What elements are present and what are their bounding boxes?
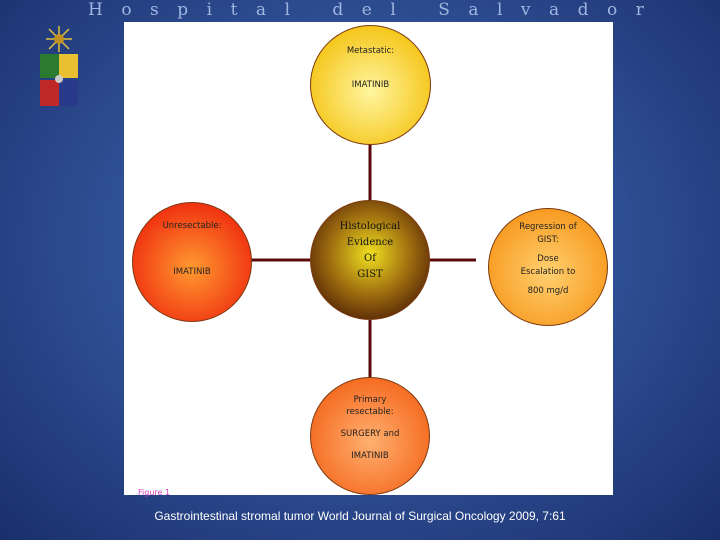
node-treatment: IMATINIB	[351, 80, 390, 90]
node-unresectable: Unresectable: IMATINIB	[132, 202, 252, 322]
diagram-panel: Metastatic: IMATINIB Unresectable: IMATI…	[124, 22, 613, 497]
node-metastatic: Metastatic: IMATINIB	[310, 25, 431, 145]
node-line: Escalation to	[520, 267, 576, 277]
node-line: Evidence	[346, 237, 394, 248]
node-treatment: IMATINIB	[173, 267, 211, 277]
node-primary-resectable: Primary resectable: SURGERY and IMATINIB	[310, 377, 430, 495]
node-label: Metastatic:	[346, 46, 395, 56]
node-line: GIST	[357, 269, 383, 280]
node-line: Dose	[537, 254, 559, 264]
node-line: GIST:	[537, 235, 559, 245]
citation: Gastrointestinal stromal tumor World Jou…	[154, 509, 566, 523]
node-line: SURGERY and	[340, 429, 400, 439]
node-line: Histological	[339, 221, 401, 232]
node-label: Unresectable:	[162, 221, 222, 231]
node-line: Of	[364, 253, 376, 264]
node-regression: Regression of GIST: Dose Escalation to 8…	[488, 208, 608, 326]
node-line: resectable:	[346, 407, 394, 417]
figure-label: Figure 1	[138, 488, 171, 497]
university-crest-logo	[40, 26, 78, 106]
node-line: Primary	[353, 395, 387, 405]
slide-title: Hospital del Salvador	[88, 0, 663, 20]
node-histological-evidence: Histological Evidence Of GIST	[310, 200, 430, 320]
node-line: Regression of	[519, 222, 577, 232]
node-line: IMATINIB	[351, 451, 389, 461]
node-line: 800 mg/d	[527, 286, 569, 296]
